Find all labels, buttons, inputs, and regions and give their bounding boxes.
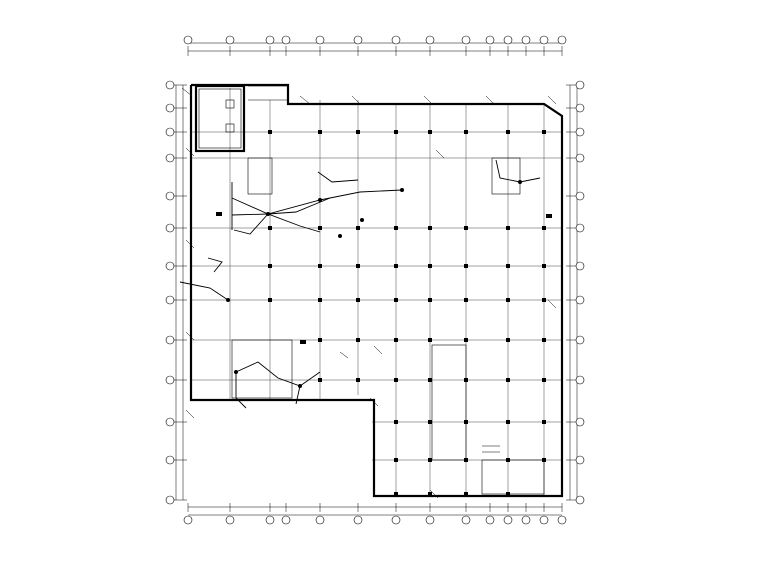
left-grid-axis-bubbles	[165, 80, 175, 505]
right-grid-axis-bubbles	[575, 80, 585, 505]
left-dimension-chain	[172, 84, 187, 501]
bottom-dimension-chain	[187, 503, 563, 516]
building-outline-walls	[189, 83, 564, 498]
lower-room	[231, 339, 293, 399]
stair-left	[247, 157, 273, 195]
equipment-room	[481, 459, 545, 495]
top-grid-axis-bubbles	[183, 35, 567, 45]
stair-right	[491, 157, 521, 195]
right-dimension-chain	[566, 84, 581, 501]
cable-routing	[179, 159, 541, 409]
structural-grid-lines	[192, 88, 562, 495]
stair-core-box	[194, 84, 246, 153]
electrical-device-symbols	[216, 180, 552, 453]
annotation-leaders	[181, 87, 557, 499]
bottom-grid-axis-bubbles	[183, 515, 567, 525]
top-dimension-chain	[187, 42, 563, 56]
ramp-area	[431, 344, 467, 461]
column-markers	[268, 130, 546, 496]
